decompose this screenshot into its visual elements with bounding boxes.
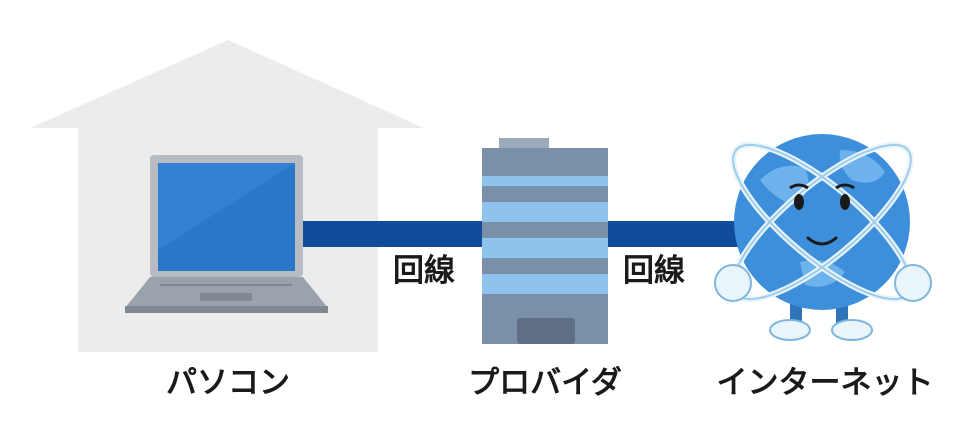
globe-mascot-icon bbox=[714, 134, 932, 341]
node-label-pc: パソコン bbox=[166, 365, 290, 401]
link-label-pc-provider: 回線 bbox=[393, 253, 455, 289]
node-label-provider: プロバイダ bbox=[468, 365, 622, 401]
cable-pc-provider bbox=[295, 221, 495, 247]
cable-provider-internet bbox=[600, 221, 760, 247]
laptop-icon bbox=[125, 155, 328, 313]
server-building-icon bbox=[482, 138, 608, 344]
link-label-provider-internet: 回線 bbox=[623, 253, 685, 289]
node-label-internet: インターネット bbox=[716, 365, 934, 401]
